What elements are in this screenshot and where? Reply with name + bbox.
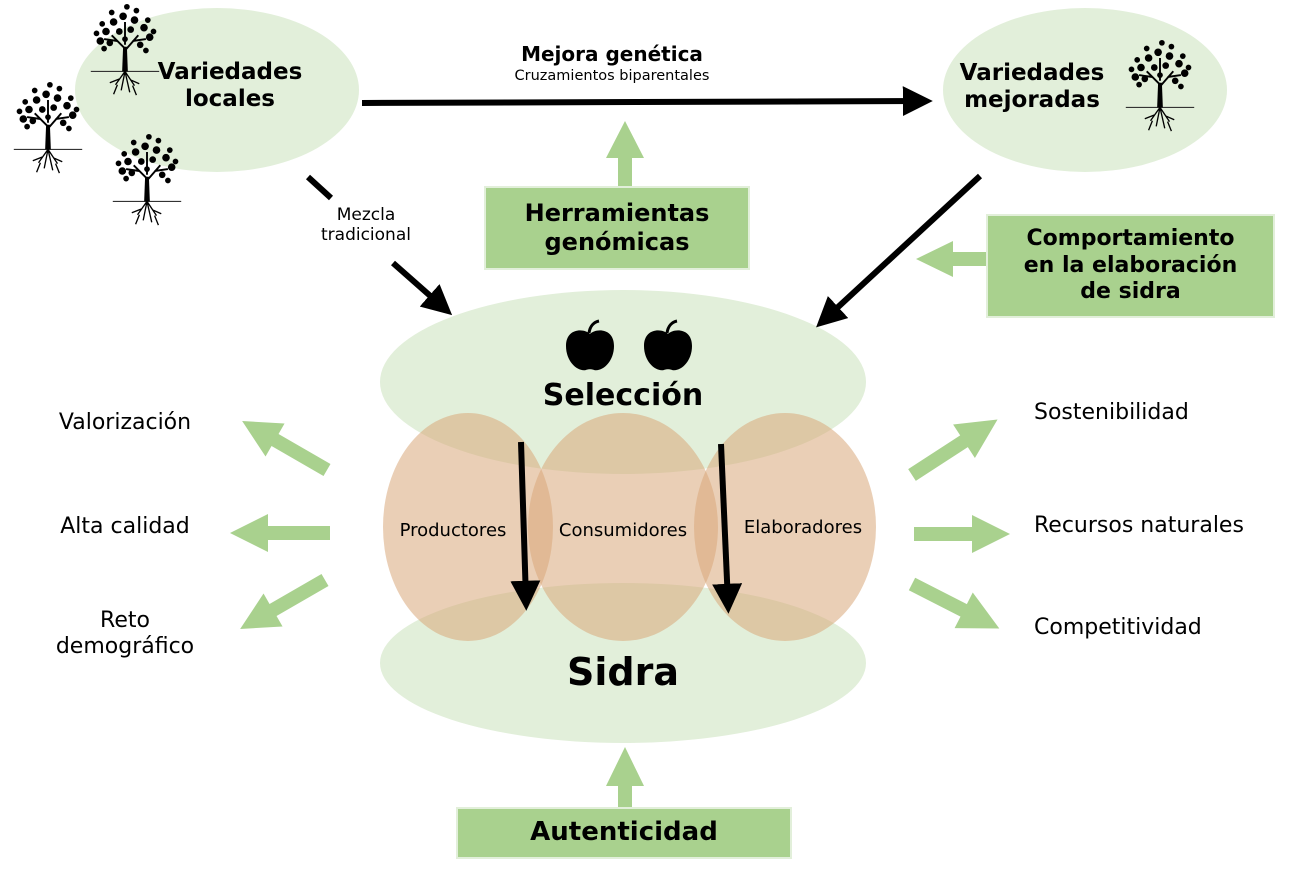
outcome-sustainability: Sostenibilidad (1034, 400, 1189, 425)
genetic-improvement-arrow (361, 86, 933, 117)
outcome-high-quality: Alta calidad (60, 514, 190, 539)
actor-producers: Productores (399, 520, 507, 541)
actor-processors: Elaboradores (743, 517, 863, 538)
cider-behaviour-line1: Comportamiento (1026, 226, 1235, 252)
traditional-blend-arrow-tail (305, 174, 334, 201)
local-varieties-label: Variedades locales (150, 59, 310, 113)
outcome-natural-resources: Recursos naturales (1034, 513, 1244, 538)
genomic-tools-line1: Herramientas (524, 199, 710, 228)
cider-behaviour-arrow (916, 241, 987, 277)
selection-label: Selección (542, 378, 704, 413)
producers-flow-arrow (510, 441, 541, 611)
outcome-demographic-challenge: Reto demográfico (30, 608, 220, 660)
improved-varieties-line1: Variedades (959, 60, 1105, 86)
outcome-demographic-line1: Reto (100, 608, 150, 633)
outcome-arrow-sustainability (908, 419, 998, 481)
outcome-valorization: Valorización (58, 410, 192, 435)
traditional-blend-label: Mezcla tradicional (296, 205, 436, 245)
cider-label: Sidra (567, 650, 679, 694)
outcome-arrow-natural-resources (914, 515, 1010, 553)
genetic-improvement-title: Mejora genética (521, 42, 703, 66)
authenticity-arrow (606, 747, 644, 808)
traditional-blend-arrow (391, 260, 453, 316)
genomic-tools-box: Herramientas genómicas (484, 186, 750, 270)
outcome-arrow-high-quality (230, 514, 330, 552)
consumers-ellipse (528, 413, 718, 641)
traditional-blend-line1: Mezcla (336, 205, 396, 225)
processors-flow-arrow (712, 443, 743, 614)
traditional-blend-line2: tradicional (321, 225, 411, 246)
tree-icon (12, 80, 84, 175)
improved-varieties-label: Variedades mejoradas (952, 60, 1112, 114)
authenticity-label: Autenticidad (530, 817, 718, 848)
outcome-demographic-line2: demográfico (55, 633, 195, 659)
genetic-improvement-subtitle: Cruzamientos biparentales (514, 68, 710, 84)
actor-consumers: Consumidores (558, 520, 688, 541)
outcome-arrow-demographic (240, 573, 329, 629)
outcome-arrow-valorization (242, 421, 331, 477)
genomic-tools-line2: genómicas (544, 228, 690, 256)
cider-behaviour-line2: en la elaboración (1023, 252, 1238, 278)
cider-behaviour-box: Comportamiento en la elaboración de sidr… (986, 214, 1275, 318)
outcome-arrow-competitiveness (908, 577, 1000, 629)
local-varieties-line1: Variedades (157, 59, 303, 85)
outcome-competitiveness: Competitividad (1034, 615, 1202, 640)
cider-behaviour-line3: de sidra (1080, 279, 1181, 305)
improved-to-selection-arrow (816, 173, 983, 328)
genomic-tools-arrow (606, 121, 644, 186)
improved-varieties-line2: mejoradas (964, 87, 1100, 114)
authenticity-box: Autenticidad (456, 807, 792, 859)
local-varieties-line2: locales (184, 86, 275, 113)
